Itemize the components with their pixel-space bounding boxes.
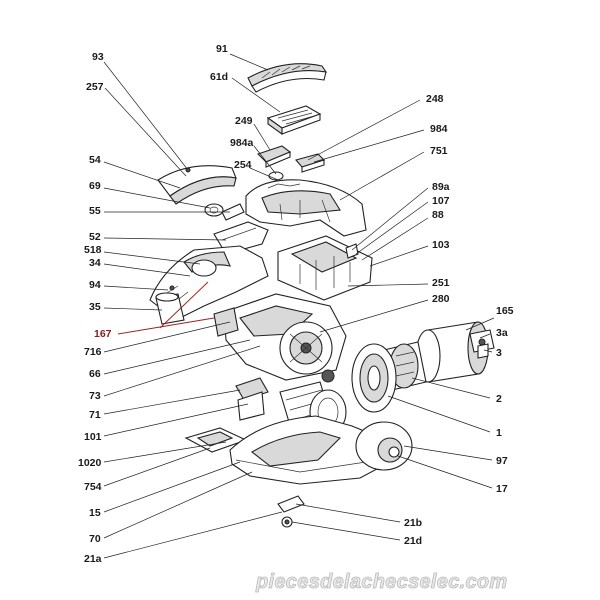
label-249: 249 — [235, 115, 253, 127]
label-21a: 21a — [84, 553, 102, 565]
label-716: 716 — [84, 346, 102, 358]
part-labels: 93 91 257 61d 248 249 984 984a 751 54 25… — [78, 43, 514, 565]
label-34: 34 — [89, 257, 101, 269]
part-35-cup — [155, 292, 185, 325]
part-71-wheel-cover — [235, 377, 269, 421]
label-751: 751 — [430, 145, 448, 157]
label-73: 73 — [89, 390, 101, 402]
label-3a: 3a — [496, 327, 508, 339]
leader-lines — [103, 53, 495, 559]
part-91-grille — [247, 63, 328, 93]
label-66: 66 — [89, 368, 101, 380]
label-70: 70 — [89, 533, 101, 545]
part-280-chamber-plate — [223, 293, 347, 381]
part-3-clip — [477, 343, 489, 359]
label-984: 984 — [430, 123, 448, 135]
label-280: 280 — [432, 293, 450, 305]
part-751-top-housing — [245, 179, 367, 237]
label-93: 93 — [92, 51, 104, 63]
part-103-frame — [277, 235, 373, 301]
part-15-base — [229, 415, 391, 485]
label-91: 91 — [216, 43, 228, 55]
watermark-text: piecesdelachecselec.com — [255, 571, 508, 593]
label-21b: 21b — [404, 517, 422, 529]
part-21d-screw — [281, 516, 293, 528]
label-254: 254 — [234, 159, 252, 171]
label-61d: 61d — [210, 71, 228, 83]
part-984-button — [295, 153, 326, 173]
part-167-tab — [213, 307, 239, 337]
part-97-wheel — [355, 421, 413, 471]
label-984a: 984a — [230, 137, 254, 149]
label-518: 518 — [84, 244, 102, 256]
label-35: 35 — [89, 301, 101, 313]
part-21b-latch — [277, 495, 305, 513]
label-52: 52 — [89, 231, 101, 243]
part-54-lid — [157, 165, 237, 205]
part-small-knob — [321, 369, 335, 383]
label-1: 1 — [496, 427, 502, 439]
label-55: 55 — [89, 205, 101, 217]
label-103: 103 — [432, 239, 450, 251]
label-2: 2 — [496, 393, 502, 405]
label-54: 54 — [89, 154, 101, 166]
label-251: 251 — [432, 277, 450, 289]
label-89a: 89a — [432, 181, 450, 193]
label-17: 17 — [496, 483, 508, 495]
label-167: 167 — [94, 328, 112, 340]
label-248: 248 — [426, 93, 444, 105]
label-71: 71 — [89, 409, 101, 421]
label-15: 15 — [89, 507, 101, 519]
part-55-spring — [221, 203, 245, 221]
label-97: 97 — [496, 455, 508, 467]
label-21d: 21d — [404, 535, 422, 547]
label-165: 165 — [496, 305, 514, 317]
label-94: 94 — [89, 279, 101, 291]
label-107: 107 — [432, 195, 450, 207]
part-165-cylinder — [415, 321, 489, 383]
label-69: 69 — [89, 180, 101, 192]
part-61d-filter — [266, 105, 322, 136]
part-69-hinge — [204, 203, 224, 217]
label-88: 88 — [432, 209, 444, 221]
label-101: 101 — [84, 431, 102, 443]
label-754: 754 — [84, 481, 102, 493]
label-1020: 1020 — [78, 457, 102, 469]
part-249-cap — [256, 145, 292, 168]
label-257: 257 — [86, 81, 104, 93]
label-3: 3 — [496, 347, 502, 359]
part-1-motor-ring — [351, 343, 397, 413]
